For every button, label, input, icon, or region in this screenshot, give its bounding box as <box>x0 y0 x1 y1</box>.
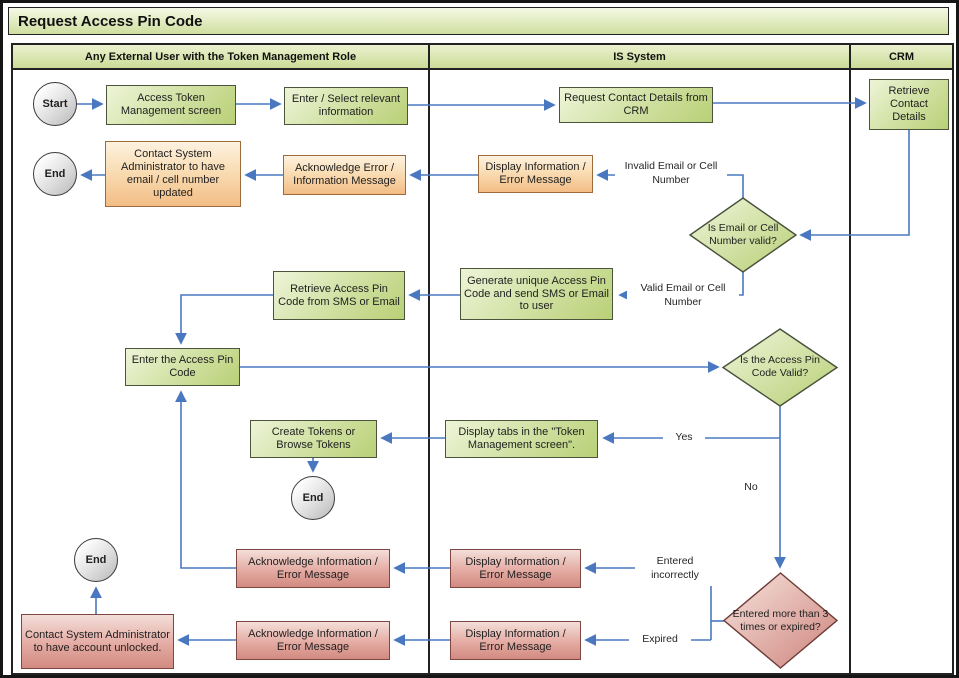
process-create-browse-tokens: Create Tokens or Browse Tokens <box>250 420 377 458</box>
process-ack-info-message-2: Acknowledge Information / Error Message <box>236 621 390 660</box>
process-enter-select-info: Enter / Select relevant information <box>284 87 408 125</box>
process-ack-info-message-1: Acknowledge Information / Error Message <box>236 549 390 588</box>
decision-pin-valid-label: Is the Access Pin Code Valid? <box>740 354 820 379</box>
lane-header-crm: CRM <box>849 43 954 70</box>
decision-email-valid-label: Is Email or Cell Number valid? <box>707 222 779 247</box>
edge-label-entered-incorrectly: Entered incorrectly <box>635 551 715 586</box>
end-terminator-locked: End <box>74 538 118 582</box>
end-terminator-success: End <box>291 476 335 520</box>
process-generate-pin-code: Generate unique Access Pin Code and send… <box>460 268 613 320</box>
process-display-tabs: Display tabs in the "Token Management sc… <box>445 420 598 458</box>
lane-header-external-user: Any External User with the Token Managem… <box>11 43 430 70</box>
process-enter-pin-code: Enter the Access Pin Code <box>125 348 240 386</box>
diagram-title: Request Access Pin Code <box>8 7 949 35</box>
process-request-contact-details: Request Contact Details from CRM <box>559 87 713 123</box>
decision-entered-label: Entered more than 3 times or expired? <box>732 608 829 633</box>
edge-label-valid-email: Valid Email or Cell Number <box>627 279 739 313</box>
edge-label-yes: Yes <box>663 430 705 446</box>
edge-label-invalid-email: Invalid Email or Cell Number <box>615 157 727 191</box>
process-contact-admin-unlock: Contact System Administrator to have acc… <box>21 614 174 669</box>
lane-divider <box>428 43 430 675</box>
lane-header-is-system: IS System <box>428 43 851 70</box>
process-retrieve-pin-code: Retrieve Access Pin Code from SMS or Ema… <box>273 271 405 320</box>
process-ack-error-message: Acknowledge Error / Information Message <box>283 155 406 195</box>
process-contact-admin-update: Contact System Administrator to have ema… <box>105 141 241 207</box>
process-retrieve-contact-details: Retrieve Contact Details <box>869 79 949 130</box>
end-terminator-email: End <box>33 152 77 196</box>
edge-label-expired: Expired <box>629 632 691 648</box>
edge-label-no: No <box>736 480 766 496</box>
process-display-error-message-2: Display Information / Error Message <box>450 549 581 588</box>
process-display-error-message-3: Display Information / Error Message <box>450 621 581 660</box>
start-terminator: Start <box>33 82 77 126</box>
lane-divider <box>849 43 851 675</box>
process-display-error-message-1: Display Information / Error Message <box>478 155 593 193</box>
process-access-token-screen: Access Token Management screen <box>106 85 236 125</box>
